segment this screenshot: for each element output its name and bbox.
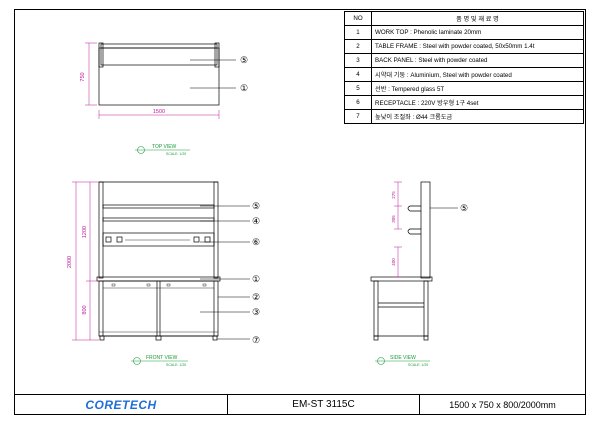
front-view-post-left: [98, 181, 104, 279]
side-view-scale: SCALE: 1/20: [408, 363, 428, 367]
side-view-shelf-bracket-upper: [407, 205, 421, 212]
row-no: 7: [344, 109, 372, 124]
front-view-caption: FRONT VIEW: [146, 355, 178, 361]
top-view-shelf: [100, 43, 218, 66]
front-view-caption-symbol: [131, 357, 188, 365]
side-view-dimensions: [394, 181, 402, 278]
company-logo: CORETECH: [15, 395, 228, 414]
product-dimensions: 1500 x 750 x 800/2000mm: [449, 399, 556, 410]
top-view-callout-1: ①: [240, 83, 248, 93]
top-view: [98, 42, 236, 106]
front-view-table-frame: [98, 280, 219, 337]
side-view: [370, 181, 458, 341]
front-view-callout-5: ⑤: [252, 201, 260, 211]
title-block: CORETECH EM-ST 3115C 1500 x 750 x 800/20…: [15, 394, 585, 414]
side-view-shelf-bracket-lower: [407, 228, 421, 235]
front-view-callout-3: ③: [252, 307, 260, 317]
side-view-callout-5: ⑤: [460, 203, 468, 213]
top-view-width-dim: 1500: [153, 109, 165, 115]
front-view-foot-left: [99, 335, 105, 341]
top-view-caption-symbol: [135, 146, 190, 154]
front-view-post-right: [213, 181, 219, 279]
top-view-depth-dim: 750: [80, 72, 86, 81]
front-view-shelf-upper: [102, 204, 215, 209]
side-view-dim-b: 305: [391, 215, 396, 223]
side-view-caption: SIDE VIEW: [390, 355, 416, 361]
front-view-callout-6: ⑥: [252, 237, 260, 247]
receptacle-icon: [204, 236, 211, 243]
front-view-shelf-lower: [102, 217, 215, 222]
front-view-callout-7: ⑦: [252, 335, 260, 345]
top-view-callout-5: ⑤: [240, 55, 248, 65]
receptacle-icon: [193, 236, 200, 243]
row-description: 높낮이 조절좌 : Ø44 크롬도금: [371, 109, 584, 124]
front-view-upper-height-dim: 1200: [82, 226, 88, 238]
side-view-dim-a: 275: [391, 191, 396, 199]
side-view-leg-back: [423, 280, 429, 337]
model-number: EM-ST 3115C: [228, 395, 420, 414]
top-view-scale: SCALE: 1/20: [166, 152, 186, 156]
front-view-callout-2: ②: [252, 292, 260, 302]
side-view-caption-symbol: [375, 357, 430, 365]
top-view-caption: TOP VIEW: [152, 144, 177, 150]
front-view: [96, 181, 250, 341]
top-view-post-left: [98, 42, 104, 68]
side-view-post: [420, 181, 431, 279]
top-view-outline: [98, 47, 220, 106]
front-view-dimensions: [72, 181, 99, 341]
receptacle-icon: [116, 236, 123, 243]
side-view-leg-front: [373, 280, 379, 337]
side-view-worktop: [370, 276, 433, 282]
side-view-dim-c: 400: [391, 258, 396, 266]
front-view-lower-height-dim: 800: [82, 305, 88, 314]
drawing-frame: [14, 9, 586, 415]
front-view-callout-4: ④: [252, 216, 260, 226]
front-view-total-height-dim: 2000: [67, 256, 73, 268]
receptacle-icon: [105, 236, 112, 243]
top-view-post-right: [214, 42, 220, 68]
front-view-callout-1: ①: [252, 274, 260, 284]
front-view-scale: SCALE: 1/20: [166, 363, 186, 367]
front-view-receptacle-bar: [102, 232, 215, 247]
top-view-dimensions: [85, 42, 220, 119]
front-view-foot-center: [155, 335, 162, 341]
front-view-foot-right: [212, 335, 218, 341]
